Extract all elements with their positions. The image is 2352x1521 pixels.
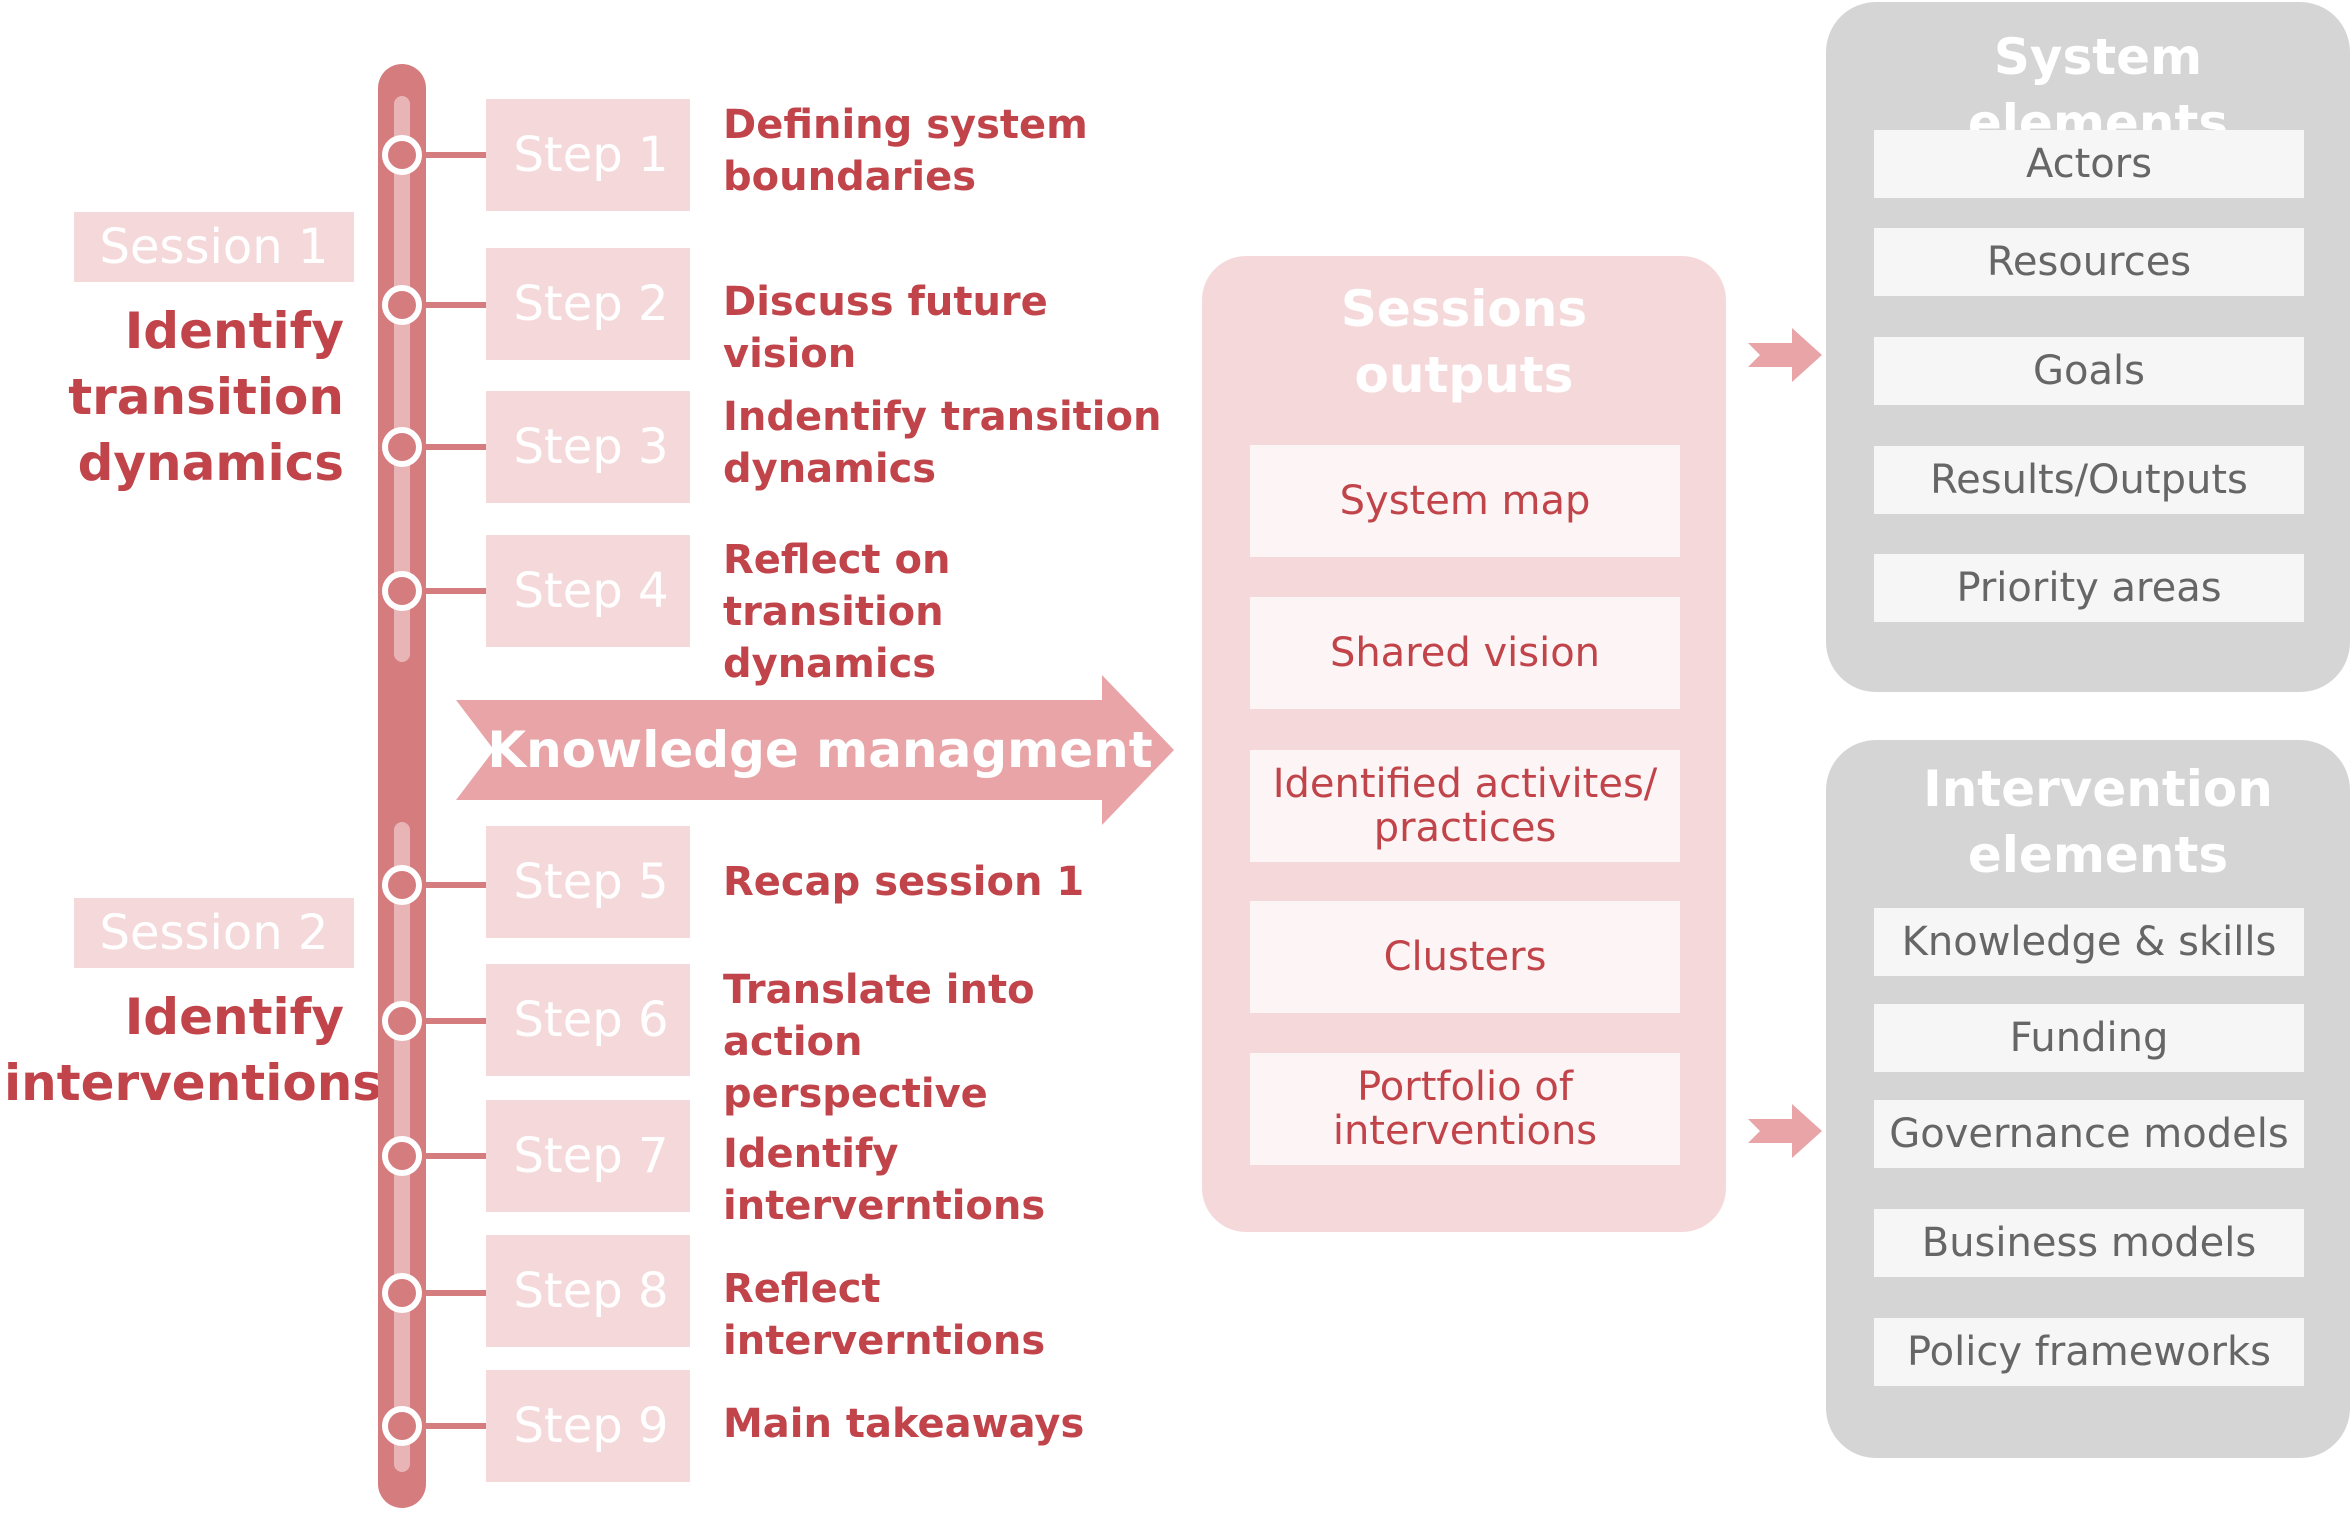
timeline-node xyxy=(382,1273,422,1313)
system-element-item: Goals xyxy=(1874,337,2304,405)
sessions-outputs-title-line: outputs xyxy=(1354,346,1574,404)
system-element-item: Results/Outputs xyxy=(1874,446,2304,514)
intervention-elements-title: Intervention elements xyxy=(1860,756,2336,888)
intervention-element-item: Business models xyxy=(1874,1209,2304,1277)
intervention-elements-title-line: elements xyxy=(1967,826,2229,884)
step-description-line: dynamics xyxy=(723,641,937,687)
step-description: Recap session 1 xyxy=(723,856,1163,908)
step-description: Translate into action perspective xyxy=(723,964,1163,1120)
step-description: Indentify transition dynamics xyxy=(723,391,1163,495)
system-element-item: Resources xyxy=(1874,228,2304,296)
session-1-title-line: dynamics xyxy=(77,434,344,492)
output-item: Identified activites/ practices xyxy=(1250,750,1680,862)
step-box: Step 5 xyxy=(486,826,690,938)
output-item-text: interventions xyxy=(1332,1108,1598,1154)
knowledge-management-arrow xyxy=(456,675,1174,825)
step-connector xyxy=(402,302,490,308)
step-description-line: dynamics xyxy=(723,446,937,492)
output-item-text: Shared vision xyxy=(1329,630,1601,676)
step-description-line: Discuss future vision xyxy=(723,279,1048,377)
step-box: Step 2 xyxy=(486,248,690,360)
step-description-line: Recap session 1 xyxy=(723,859,1085,905)
session-1-label: Session 1 xyxy=(74,212,354,282)
step-box: Step 1 xyxy=(486,99,690,211)
output-item-text: Clusters xyxy=(1383,934,1547,980)
arrow-right-icon xyxy=(1748,328,1822,382)
output-item-text: Portfolio of xyxy=(1357,1064,1573,1110)
output-item-text: practices xyxy=(1373,805,1557,851)
step-description: Main takeaways xyxy=(723,1398,1163,1450)
step-box: Step 6 xyxy=(486,964,690,1076)
session-2-title-line: Identify xyxy=(124,988,344,1046)
step-box: Step 8 xyxy=(486,1235,690,1347)
session-1-title: Identify transition dynamics xyxy=(4,298,344,496)
intervention-element-item: Funding xyxy=(1874,1004,2304,1072)
timeline-node xyxy=(382,571,422,611)
timeline-rail xyxy=(394,96,410,662)
intervention-elements-title-line: Intervention xyxy=(1923,760,2273,818)
output-item: Portfolio of interventions xyxy=(1250,1053,1680,1165)
timeline-node xyxy=(382,427,422,467)
output-item: Clusters xyxy=(1250,901,1680,1013)
step-box: Step 7 xyxy=(486,1100,690,1212)
output-item-text: System map xyxy=(1339,478,1591,524)
step-connector xyxy=(402,588,490,594)
system-element-item: Actors xyxy=(1874,130,2304,198)
output-item: Shared vision xyxy=(1250,597,1680,709)
session-1-title-line: Identify xyxy=(124,302,344,360)
step-connector xyxy=(402,1153,490,1159)
step-connector xyxy=(402,444,490,450)
step-description-line: Reflect on transition xyxy=(723,537,951,635)
step-connector xyxy=(402,152,490,158)
timeline-node xyxy=(382,1136,422,1176)
timeline-node xyxy=(382,865,422,905)
step-connector xyxy=(402,1290,490,1296)
step-description-line: Defining system xyxy=(723,102,1088,148)
step-description: Reflect interverntions xyxy=(723,1263,1163,1367)
step-description-line: Indentify transition xyxy=(723,394,1162,440)
step-description: Reflect on transition dynamics xyxy=(723,534,1163,690)
sessions-outputs-title-line: Sessions xyxy=(1340,280,1588,338)
knowledge-management-label: Knowledge managment xyxy=(487,721,1153,779)
output-item-text: Identified activites/ xyxy=(1272,761,1658,807)
step-description-line: boundaries xyxy=(723,154,977,200)
session-2-label: Session 2 xyxy=(74,898,354,968)
intervention-element-item: Knowledge & skills xyxy=(1874,908,2304,976)
step-description-line: Translate into action xyxy=(723,967,1035,1065)
step-connector xyxy=(402,882,490,888)
output-item: System map xyxy=(1250,445,1680,557)
step-connector xyxy=(402,1018,490,1024)
step-box: Step 4 xyxy=(486,535,690,647)
step-box: Step 3 xyxy=(486,391,690,503)
timeline-node xyxy=(382,1406,422,1446)
step-description-line: Identify interverntions xyxy=(723,1131,1046,1229)
intervention-element-item: Governance models xyxy=(1874,1100,2304,1168)
step-connector xyxy=(402,1423,490,1429)
step-description-line: Main takeaways xyxy=(723,1401,1085,1447)
timeline-node xyxy=(382,285,422,325)
sessions-outputs-title: Sessions outputs xyxy=(1202,276,1726,408)
timeline-node xyxy=(382,135,422,175)
intervention-element-item: Policy frameworks xyxy=(1874,1318,2304,1386)
arrow-right-icon xyxy=(1748,1104,1822,1158)
session-2-title: Identify interventions xyxy=(4,984,383,1116)
step-description-line: Reflect interverntions xyxy=(723,1266,1046,1364)
step-description: Discuss future vision xyxy=(723,276,1163,380)
session-2-title-line: interventions xyxy=(4,1054,383,1112)
step-description: Defining system boundaries xyxy=(723,99,1163,203)
step-box: Step 9 xyxy=(486,1370,690,1482)
timeline-node xyxy=(382,1001,422,1041)
system-element-item: Priority areas xyxy=(1874,554,2304,622)
step-description-line: perspective xyxy=(723,1071,988,1117)
session-1-title-line: transition xyxy=(68,368,344,426)
step-description: Identify interverntions xyxy=(723,1128,1163,1232)
